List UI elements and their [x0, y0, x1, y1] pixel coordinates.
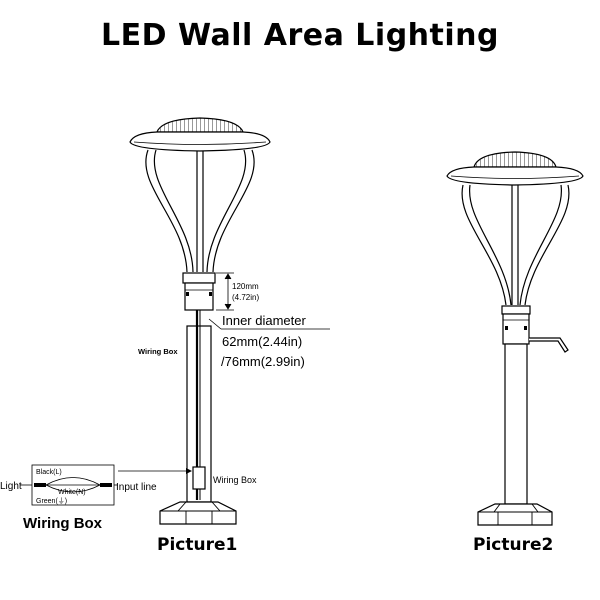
wire-green-label: Green(⏚)	[36, 497, 67, 505]
page-title: LED Wall Area Lighting	[101, 18, 499, 53]
lamp-2	[446, 151, 584, 526]
lamp-2-pole	[504, 343, 528, 505]
inner-diameter-label: Inner diameter	[222, 313, 306, 328]
lamp-1	[129, 117, 271, 525]
wiring-diagram-title: Wiring Box	[23, 515, 103, 532]
lamp-1-arms	[145, 149, 188, 273]
inner-diameter-size1: 62mm(2.44in)	[222, 334, 302, 349]
lamp-2-arms	[461, 184, 507, 306]
inner-diameter-leader	[208, 318, 330, 330]
lamp-2-collar	[501, 305, 531, 315]
lamp-1-wiring-box	[192, 466, 206, 490]
lamp-1-head	[156, 117, 244, 133]
caption-picture1: Picture1	[157, 535, 238, 555]
lamp-2-hex-key	[529, 337, 569, 353]
wiring-box-pole-label: Wiring Box	[213, 475, 257, 485]
wire-black-label: Black(L)	[36, 469, 62, 476]
caption-picture2: Picture2	[473, 535, 554, 555]
lamp-1-collar	[182, 272, 216, 284]
wire-white-label: White(N)	[58, 489, 86, 496]
dimension-120mm	[216, 272, 234, 311]
input-line-label: Input line	[116, 482, 157, 493]
wiring-box-small-label: Wiring Box	[138, 347, 178, 356]
light-label: Light	[0, 481, 22, 492]
lamp-2-head	[473, 151, 557, 168]
wiring-diagram	[20, 464, 118, 506]
inner-diameter-size2: /76mm(2.99in)	[221, 354, 305, 369]
lamp-1-base	[159, 501, 237, 525]
dimension-mm: 120mm	[232, 282, 259, 291]
lamp-2-base	[477, 503, 553, 526]
dimension-inch: (4.72in)	[232, 293, 259, 302]
